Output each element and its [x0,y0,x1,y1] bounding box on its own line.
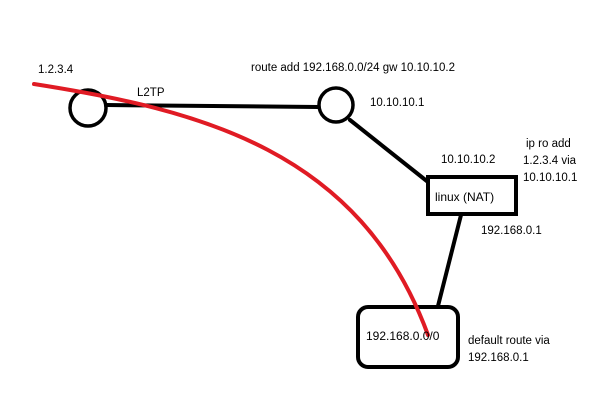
red-route-path [32,82,430,337]
client-network-box [356,305,460,369]
client-box-label: 192.168.0.0/0 [366,329,440,343]
link-linux-client [436,213,463,308]
origin-node-circle [68,88,108,128]
router-node-circle [317,86,355,124]
default-route-line-1: default route via [468,335,550,347]
origin-ip-label: 1.2.3.4 [38,64,74,76]
default-route-line-2: 192.168.0.1 [468,352,529,364]
route-command-label: route add 192.168.0.0/24 gw 10.10.10.2 [251,62,455,74]
linux-ip-label: 10.10.10.2 [441,154,495,166]
linux-box-label: linux (NAT) [435,190,494,204]
link-router-linux [348,118,430,184]
lan-ip-label: 192.168.0.1 [481,225,542,237]
tunnel-label: L2TP [137,87,165,99]
ip-ro-line-1: ip ro add [526,138,571,150]
linux-nat-box [426,175,518,216]
ip-ro-line-3: 10.10.10.1 [523,172,577,184]
ip-ro-line-2: 1.2.3.4 via [523,155,577,167]
router-ip-label: 10.10.10.1 [370,97,424,109]
